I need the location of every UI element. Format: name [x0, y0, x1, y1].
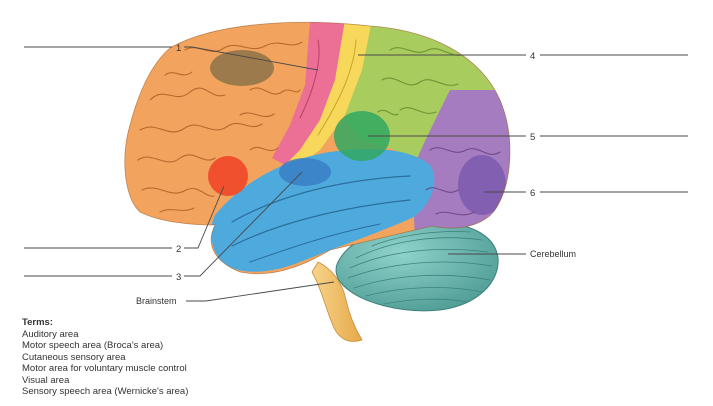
gyri-texture — [137, 39, 501, 263]
brainstem-shape — [311, 261, 363, 342]
label-3: 3 — [176, 272, 181, 283]
label-2: 2 — [176, 244, 181, 255]
wernickes-area — [334, 111, 390, 161]
term-item: Auditory area — [22, 328, 79, 340]
visual-area — [458, 155, 506, 215]
terms-list: Terms: Auditory area Motor speech area (… — [22, 317, 188, 398]
terms-title: Terms: — [22, 317, 53, 328]
temporal-lobe — [210, 148, 435, 272]
term-item: Motor area for voluntary muscle control — [22, 363, 187, 374]
cerebrum-outline — [124, 21, 511, 275]
leader-brainstem — [186, 281, 335, 302]
motor-area-highlight — [210, 50, 274, 86]
label-4: 4 — [530, 51, 535, 62]
term-item: Cutaneous sensory area — [22, 351, 126, 363]
term-item: Motor speech area (Broca's area) — [22, 340, 164, 351]
auditory-area — [279, 158, 331, 186]
cerebellum-shape — [335, 221, 499, 312]
leader-1 — [184, 46, 319, 71]
motor-strip — [272, 22, 345, 165]
brocas-area — [208, 156, 248, 196]
label-1: 1 — [176, 43, 181, 54]
leader-2 — [184, 185, 225, 249]
label-6: 6 — [530, 188, 535, 199]
sensory-strip — [285, 22, 372, 165]
term-item: Sensory speech area (Wernicke's area) — [22, 386, 189, 397]
cerebellum-label: Cerebellum — [530, 249, 576, 259]
leader-3 — [184, 171, 303, 277]
term-item: Visual area — [22, 374, 70, 386]
label-5: 5 — [530, 132, 535, 143]
brainstem-label: Brainstem — [136, 296, 177, 306]
